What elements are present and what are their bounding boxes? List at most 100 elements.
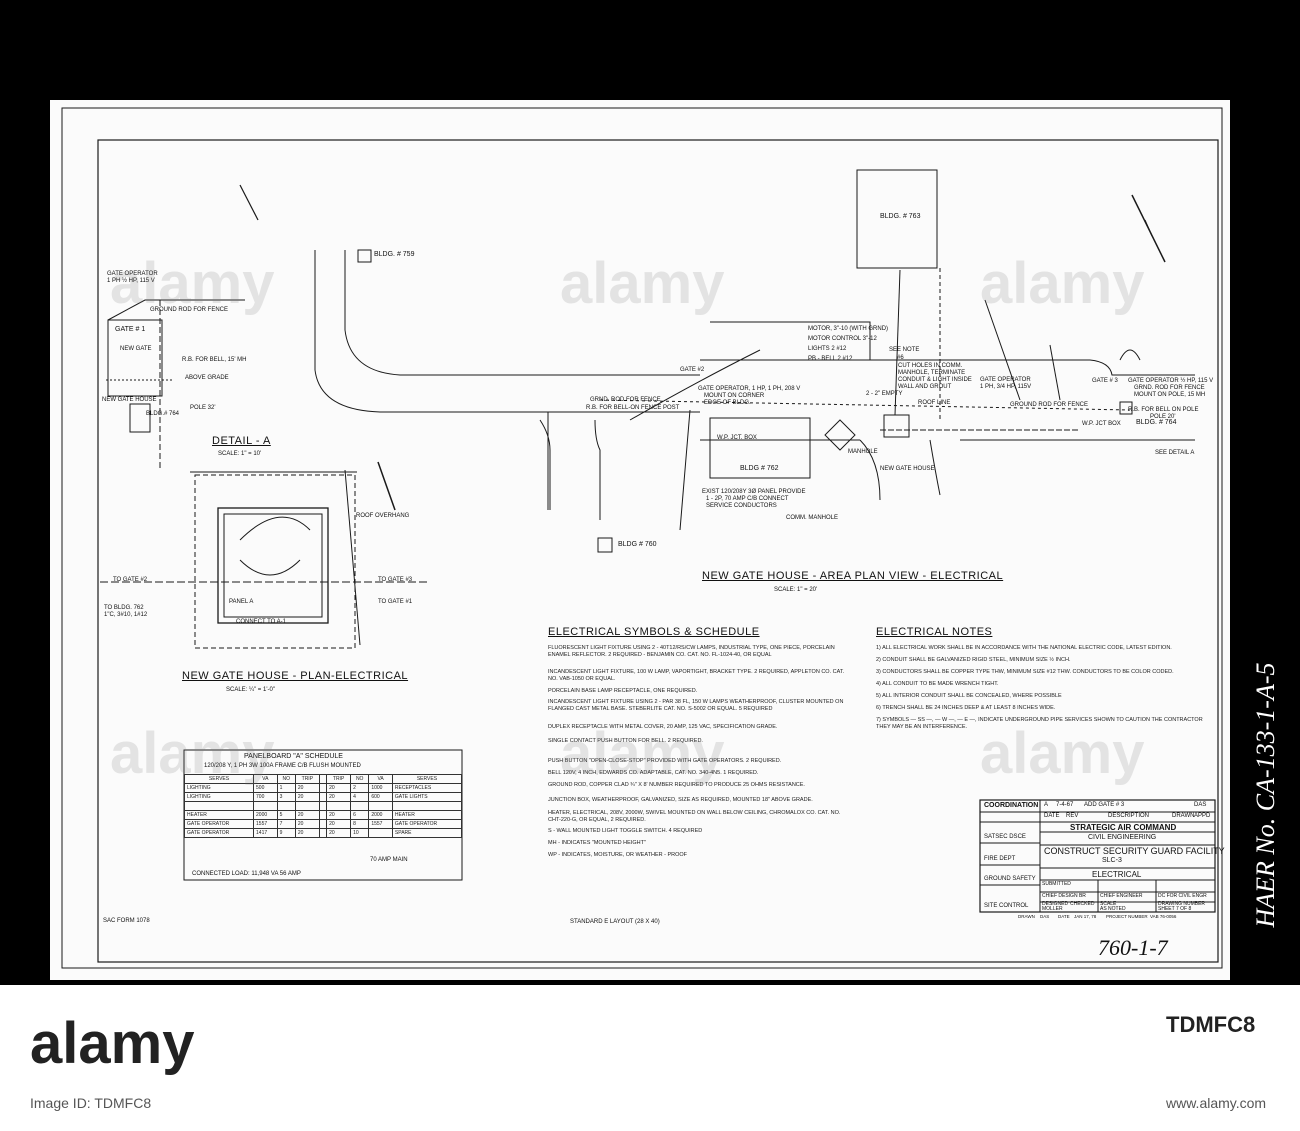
panel-spec: 120/208 Y, 1 PH 3W 100A FRAME C/B FLUSH …: [204, 763, 361, 769]
heading-area-plan: NEW GATE HOUSE - AREA PLAN VIEW - ELECTR…: [702, 570, 1004, 582]
table-cell: HEATER: [183, 810, 255, 820]
label-plan-panel: PANEL A: [229, 599, 254, 605]
symbol-item: PORCELAIN BASE LAMP RECEPTACLE, ONE REQU…: [548, 688, 698, 694]
label-detail-above-grade: ABOVE GRADE: [185, 375, 229, 381]
watermark: alamy: [560, 251, 725, 316]
tb-designed: DESIGNED: [1042, 901, 1069, 907]
label-grnd-rod-far: GRND. ROD FOR FENCE: [1134, 385, 1205, 391]
note-item: 4) ALL CONDUIT TO BE MADE WRENCH TIGHT.: [876, 681, 999, 687]
table-cell: 20: [326, 828, 352, 838]
table-cell: 9: [276, 828, 296, 838]
symbol-item: DUPLEX RECEPTACLE WITH METAL COVER, 20 A…: [548, 724, 778, 730]
note-item: 5) ALL INTERIOR CONDUIT SHALL BE CONCEAL…: [876, 693, 1062, 699]
tb-dept: CIVIL ENGINEERING: [1088, 834, 1157, 841]
table-cell: 20: [294, 810, 320, 820]
symbol-item: BELL 120V, 4 INCH, EDWARDS CO. ADAPTABLE…: [548, 770, 759, 776]
table-cell: [294, 801, 320, 811]
symbol-item: JUNCTION BOX, WEATHERPROOF, GALVANIZED, …: [548, 797, 813, 803]
alamy-url: www.alamy.com: [1166, 1095, 1267, 1111]
tb-org: STRATEGIC AIR COMMAND: [1070, 823, 1177, 832]
label-gate-op-far-right: GATE OPERATOR ½ HP, 115 V: [1128, 378, 1214, 384]
table-cell: 1557: [368, 819, 393, 829]
label-gate-1: GATE # 1: [115, 326, 146, 333]
label-exist-panel-3: SERVICE CONDUCTORS: [706, 503, 777, 509]
label-gate-3: GATE # 3: [1092, 378, 1118, 384]
tb-submitted: SUBMITTED: [1042, 881, 1071, 887]
table-cell: [318, 801, 328, 811]
heading-plan-electrical: NEW GATE HOUSE - PLAN-ELECTRICAL: [182, 670, 409, 682]
symbol-item: GROUND ROD, COPPER CLAD ¾" X 8' NUMBER R…: [548, 782, 805, 788]
label-empty-conduit: 2 - 2" EMPTY: [866, 391, 903, 397]
table-cell: RECEPTACLES: [391, 783, 463, 793]
tb-coordination: COORDINATION: [984, 802, 1039, 809]
tb-checked: CHECKED: [1070, 901, 1095, 907]
tb-site-control: SITE CONTROL: [984, 903, 1029, 909]
drawing-sheet-number: 760-1-7: [1098, 935, 1168, 960]
table-cell: 20: [294, 792, 320, 802]
table-cell: 1417: [253, 828, 278, 838]
table-cell: 20: [326, 819, 352, 829]
label-gate-op-right-spec: 1 PH, 3/4 HP, 115V: [980, 384, 1032, 390]
label-gate-operator-left-spec: 1 PH ½ HP, 115 V: [107, 278, 155, 284]
label-detail-house: NEW GATE HOUSE: [102, 397, 157, 403]
panel-heading: PANELBOARD "A" SCHEDULE: [244, 753, 343, 760]
label-exist-panel-2: 1 - 2P, 70 AMP C/B CONNECT: [706, 496, 789, 502]
tb-project-number-val: VAB 76-0056: [1150, 914, 1177, 919]
label-ground-rod-fence-right: GROUND ROD FOR FENCE: [1010, 402, 1088, 408]
label-mount-pole: MOUNT ON POLE, 15 MH: [1134, 392, 1206, 398]
haer-number: HAER No. CA-133-1-A-5: [1246, 640, 1286, 960]
table-cell: 20: [326, 792, 352, 802]
table-cell: [368, 801, 393, 811]
label-bldg-759: BLDG. # 759: [374, 251, 415, 258]
label-manhole: MANHOLE: [848, 449, 878, 455]
scale-plan-electrical: SCALE: ¼" = 1'-0": [226, 687, 275, 693]
tb-col-rev: REV: [1066, 813, 1079, 819]
table-cell: 20: [326, 810, 352, 820]
table-cell: [350, 801, 370, 811]
table-cell: [326, 801, 352, 811]
note-item: 1) ALL ELECTRICAL WORK SHALL BE IN ACCOR…: [876, 645, 1172, 651]
table-cell: GATE OPERATOR: [183, 819, 255, 829]
table-cell: [318, 828, 328, 838]
table-cell: 700: [253, 792, 278, 802]
label-roof-line: ROOF LINE: [918, 400, 951, 406]
tb-chief-engineer: CHIEF ENGINEER: [1100, 893, 1143, 899]
panel-table: SERVES VA NO TRIP TRIP NO VA SERVES LIGH…: [183, 774, 463, 838]
heading-notes: ELECTRICAL NOTES: [876, 626, 993, 638]
table-cell: SPARE: [391, 828, 463, 838]
alamy-logo: alamy: [30, 1011, 195, 1076]
label-motor-control: MOTOR CONTROL 3"-12: [808, 336, 877, 342]
panel-header-cell: NO: [350, 774, 370, 784]
tb-drawing-number: DRAWING NUMBER: [1158, 901, 1206, 907]
label-bldg-760: BLDG # 760: [618, 541, 657, 548]
tb-rev-desc: ADD GATE # 3: [1084, 802, 1125, 808]
table-cell: [368, 828, 393, 838]
table-cell: 1557: [253, 819, 278, 829]
label-rb-pole: R.B. FOR BELL ON POLE: [1128, 407, 1199, 413]
tb-chief-design: CHIEF DESIGN BR: [1042, 893, 1086, 899]
panel-header-cell: [318, 774, 328, 784]
symbol-item: INCANDESCENT LIGHT FIXTURE, 100 W LAMP, …: [548, 669, 845, 682]
label-gate-2: GATE #2: [680, 367, 705, 373]
symbol-item: SINGLE CONTACT PUSH BUTTON FOR BELL. 2 R…: [548, 738, 703, 744]
tb-date-label: DATE: [1058, 914, 1070, 919]
tb-site: SLC-3: [1102, 857, 1122, 864]
tb-col-appd: APPD: [1194, 813, 1211, 819]
symbol-item: MH - INDICATES "MOUNTED HEIGHT": [548, 840, 646, 846]
label-to-gate1: TO GATE #1: [378, 599, 413, 605]
label-bldg-762: BLDG # 762: [740, 465, 779, 472]
panel-header-cell: TRIP: [294, 774, 320, 784]
table-cell: [276, 801, 296, 811]
table-cell: [318, 819, 328, 829]
label-gate-operator-1hp: GATE OPERATOR, 1 HP, 1 PH, 208 V: [698, 386, 801, 392]
note-item: 2) CONDUIT SHALL BE GALVANIZED RIGID STE…: [876, 657, 1071, 663]
label-detail-pole: POLE 32': [190, 405, 216, 411]
table-cell: GATE OPERATOR: [183, 828, 255, 838]
label-cut-holes-2: MANHOLE, TERMINATE: [898, 370, 966, 376]
table-cell: 20: [326, 783, 352, 793]
label-bldg-764-detail: BLDG.# 764: [146, 411, 180, 417]
heading-symbols: ELECTRICAL SYMBOLS & SCHEDULE: [548, 626, 760, 638]
